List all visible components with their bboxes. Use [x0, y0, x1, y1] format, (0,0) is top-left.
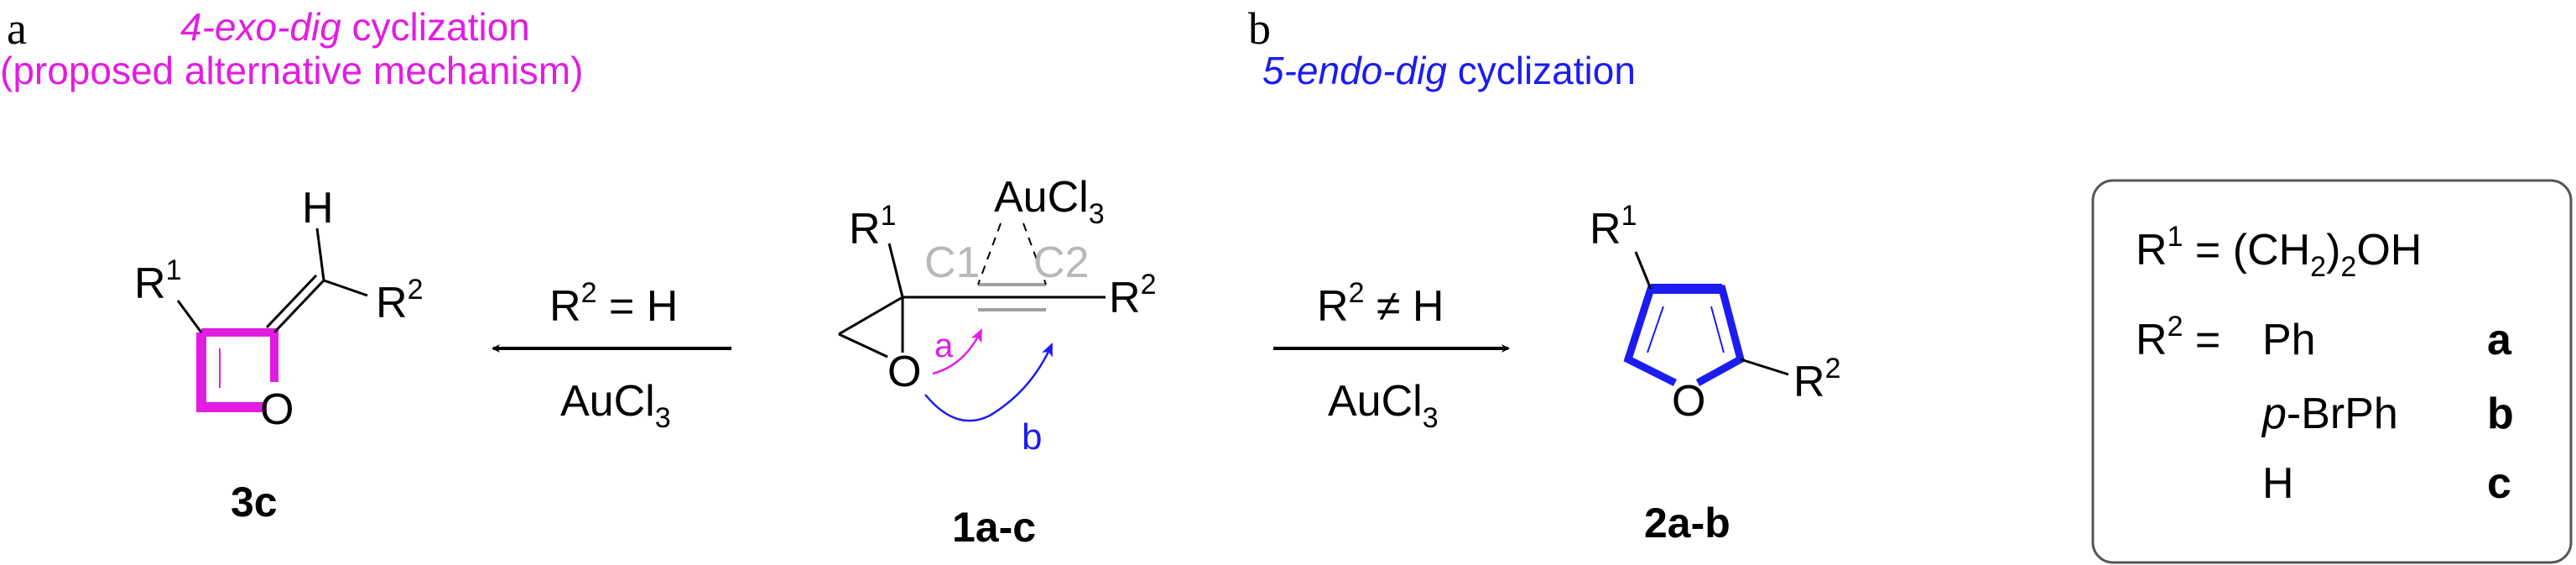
product-3c-structure: H R1 R2 O	[134, 184, 423, 434]
3c-oxygen: O	[260, 385, 294, 434]
path-b-label: b	[1022, 416, 1042, 458]
compound-label-2: 2a-b	[1644, 500, 1730, 547]
2-oxygen: O	[1672, 377, 1705, 426]
legend-r2-label: R2 =	[2136, 311, 2220, 364]
compound-label-1: 1a-c	[952, 504, 1036, 551]
compound-label-3c: 3c	[231, 479, 278, 526]
panel-a-title-rest: cyclization	[341, 5, 530, 49]
carbon-c1-label: C1	[924, 238, 980, 287]
3c-h-atom: H	[302, 184, 334, 233]
2-r1: R1	[1590, 200, 1637, 254]
1-oxygen: O	[887, 348, 921, 396]
panel-a-title: 4-exo-dig cyclization	[180, 5, 530, 49]
right-arrow-condition-bottom: AuCl3	[1328, 377, 1439, 434]
left-arrow-condition-bottom: AuCl3	[560, 377, 671, 434]
3c-r2: R2	[376, 274, 423, 327]
legend-code-c: c	[2487, 459, 2511, 508]
panel-a-letter: a	[7, 3, 27, 54]
panel-b-letter: b	[1248, 3, 1271, 54]
1-r1: R1	[849, 200, 896, 254]
legend-r1-definition: R1 = (CH2)2OH	[2136, 221, 2422, 283]
path-a-arrow-icon	[932, 328, 983, 375]
product-2-structure: R1 R2 O	[1590, 200, 1840, 426]
panel-b-title: 5-endo-dig cyclization	[1262, 49, 1636, 92]
right-arrow-condition-top: R2 ≠ H	[1317, 277, 1444, 331]
panel-a-subtitle: (proposed alternative mechanism)	[0, 49, 583, 92]
legend-code-b: b	[2487, 390, 2514, 438]
legend-r2-value-c: H	[2262, 459, 2294, 508]
panel-b-title-italic: 5-endo-dig	[1262, 49, 1447, 92]
path-a-label: a	[934, 327, 954, 364]
catalyst-aucl3: AuCl3	[994, 173, 1105, 230]
panel-a-title-italic: 4-exo-dig	[180, 5, 341, 49]
substrate-1-structure: AuCl3 R1 R2 C1 C2 O a b	[838, 173, 1156, 458]
3c-r1: R1	[134, 254, 181, 308]
legend-r2-value-b: p-BrPh	[2261, 390, 2398, 438]
carbon-c2-label: C2	[1033, 238, 1089, 287]
substituent-legend-box	[2091, 179, 2573, 564]
panel-b-title-rest: cyclization	[1447, 49, 1636, 92]
path-b-arrow-icon	[924, 343, 1054, 422]
legend-code-a: a	[2487, 316, 2512, 364]
2-r2: R2	[1793, 353, 1840, 406]
1-r2: R2	[1109, 269, 1156, 322]
legend-r2-value-a: Ph	[2262, 316, 2316, 364]
left-arrow-condition-top: R2 = H	[549, 277, 678, 331]
